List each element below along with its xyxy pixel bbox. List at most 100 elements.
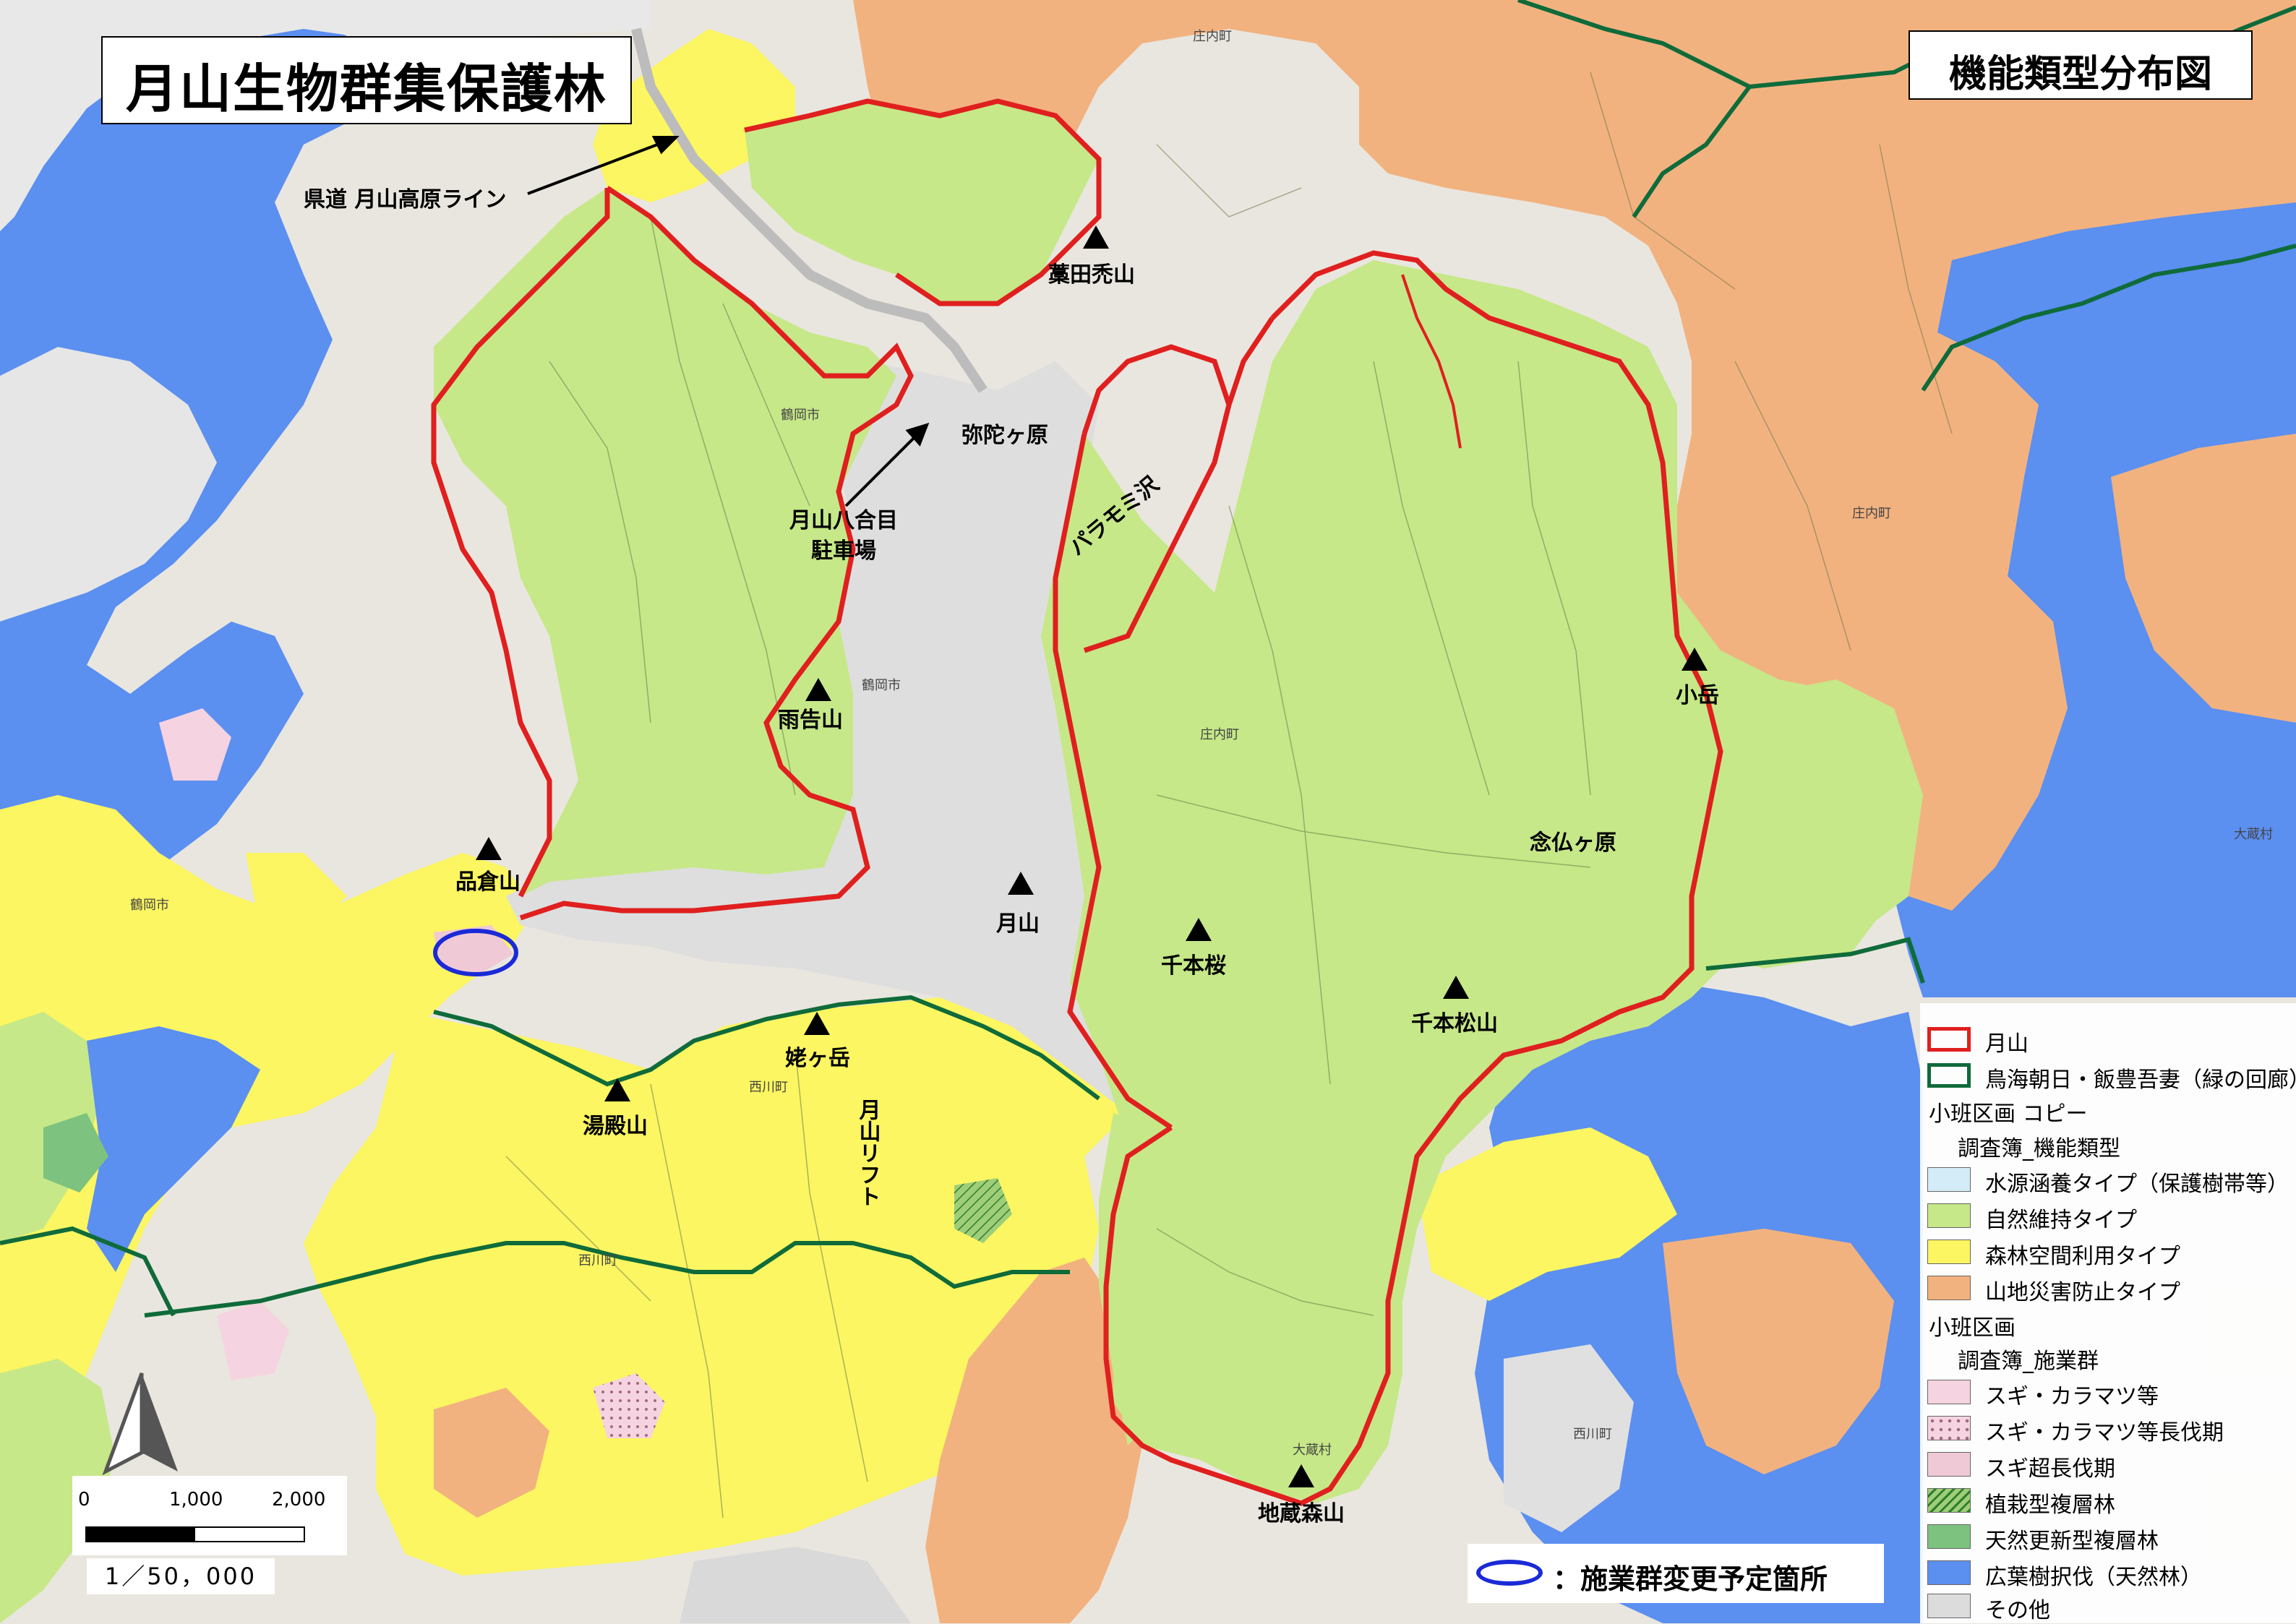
legend-swatch-sugi — [1927, 1380, 1971, 1404]
legend-row-recreation: 森林空間利用タイプ — [1920, 1237, 2296, 1269]
zone-natural-northwest — [434, 188, 896, 896]
zone-disaster-southeast — [1663, 1229, 1894, 1474]
legend-label-sugi-ultra: スギ超長伐期 — [1985, 1456, 2115, 1482]
place-label-road: 県道 月山高原ライン — [304, 187, 506, 212]
zone-other-southeast — [1504, 1344, 1634, 1532]
north-arrow-icon — [102, 1372, 178, 1476]
legend-label-water: 水源涵養タイプ（保護樹帯等） — [1985, 1172, 2289, 1197]
legend-row-sugi-ultra: スギ超長伐期 — [1920, 1450, 2296, 1482]
legend-label-broadleaf: 広葉樹択伐（天然林） — [1985, 1565, 2202, 1590]
legend-label-disaster: 山地災害防止タイプ — [1985, 1280, 2180, 1305]
zone-disaster-east — [2111, 434, 2296, 723]
legend-heading-1: 小班区画 コピー — [1929, 1101, 2088, 1127]
place-label-parking-2: 駐車場 — [811, 538, 876, 564]
legend-label-recreation: 森林空間利用タイプ — [1985, 1244, 2180, 1269]
zone-other-south — [680, 1547, 911, 1623]
legend-swatch-broadleaf — [1927, 1560, 1971, 1585]
zone-recreation-left — [0, 795, 535, 1547]
title-box: 月山生物群集保護林 — [101, 36, 632, 124]
legend-panel: 月山 鳥海朝日・飯豊吾妻（緑の回廊） 小班区画 コピー 調査簿_機能類型 水源涵… — [1920, 1003, 2296, 1623]
municipality-label: 庄内町 — [1852, 506, 1891, 521]
change-location-oval[interactable] — [433, 929, 518, 976]
legend-row-other: その他 — [1920, 1591, 2296, 1623]
peak-label: 月山 — [996, 911, 1040, 937]
peak-label: 姥ヶ岳 — [785, 1046, 850, 1071]
legend-label-other: その他 — [1985, 1598, 2050, 1623]
municipality-label: 西川町 — [1573, 1427, 1612, 1442]
legend-label-sugi-long: スギ・カラマツ等長伐期 — [1985, 1420, 2224, 1445]
legend-row-water: 水源涵養タイプ（保護樹帯等） — [1920, 1165, 2296, 1197]
map-title: 月山生物群集保護林 — [125, 59, 607, 119]
road-line — [631, 27, 988, 393]
zone-disaster-east-2 — [1894, 564, 2068, 911]
scale-bar-white — [194, 1526, 305, 1542]
zone-natural-north — [745, 101, 1099, 304]
municipality-label: 大蔵村 — [2234, 827, 2273, 842]
legend-heading-2: 小班区画 — [1929, 1315, 2016, 1341]
peak-marker-kodake — [1682, 648, 1708, 671]
subtitle-box: 機能類型分布図 — [1909, 30, 2253, 100]
municipality-label: 鶴岡市 — [862, 678, 901, 693]
zone-disaster-south — [925, 1258, 1142, 1623]
legend-swatch-sugi-long — [1927, 1416, 1971, 1440]
zone-natural-east-strip — [1677, 665, 1923, 968]
municipality-label: 庄内町 — [1200, 727, 1239, 742]
peak-label: 湯殿山 — [583, 1114, 648, 1139]
change-legend-text: ：施業群変更予定箇所 — [1553, 1563, 1828, 1595]
place-label-lift: 月山リフト — [855, 1099, 881, 1207]
legend-label-sugi: スギ・カラマツ等 — [1985, 1384, 2159, 1409]
map-subtitle: 機能類型分布図 — [1948, 53, 2212, 96]
callout-arrows — [527, 136, 930, 507]
peak-markers — [476, 225, 1708, 1487]
municipality-label: 鶴岡市 — [130, 898, 169, 913]
legend-row-sugi: スギ・カラマツ等 — [1920, 1378, 2296, 1409]
zone-natural-southcenter — [1099, 1113, 1200, 1445]
legend-label-corridor: 鳥海朝日・飯豊吾妻（緑の回廊） — [1985, 1067, 2296, 1093]
peak-label: 小岳 — [1676, 683, 1719, 708]
gassan-boundary — [431, 98, 1723, 1506]
legend-swatch-recreation — [1927, 1240, 1971, 1264]
zone-recreation-north — [593, 29, 795, 202]
peak-label: 品倉山 — [455, 869, 521, 895]
peak-marker-warada — [1083, 225, 1109, 249]
legend-subheading-1: 調査簿_機能類型 — [1958, 1136, 2120, 1161]
municipality-label: 鶴岡市 — [781, 408, 820, 423]
peak-marker-ubagatake — [804, 1012, 830, 1035]
place-label-midagahara: 弥陀ヶ原 — [961, 423, 1048, 448]
legend-swatch-other — [1927, 1594, 1971, 1618]
zone-disaster-southwest — [434, 1388, 549, 1518]
legend-swatch-planted — [1927, 1488, 1971, 1513]
zone-planted-multilayer — [954, 1178, 1012, 1243]
municipality-label: 西川町 — [578, 1253, 617, 1268]
peak-label: 地蔵森山 — [1258, 1501, 1345, 1526]
scale-tick-1: 1,000 — [169, 1489, 223, 1511]
peak-label: 千本桜 — [1161, 953, 1226, 979]
change-legend-box: ：施業群変更予定箇所 — [1468, 1544, 1884, 1603]
change-legend-oval-icon — [1476, 1560, 1543, 1586]
peak-label: 雨告山 — [778, 708, 843, 733]
legend-swatch-corridor — [1927, 1063, 1971, 1088]
legend-row-sugi-long: スギ・カラマツ等長伐期 — [1920, 1414, 2296, 1445]
scale-tick-0: 0 — [78, 1489, 90, 1511]
legend-row-corridor: 鳥海朝日・飯豊吾妻（緑の回廊） — [1920, 1061, 2296, 1093]
scale-tick-2: 2,000 — [272, 1489, 326, 1511]
municipality-label: 西川町 — [749, 1080, 788, 1095]
zone-natural-bottomleft-2 — [0, 1359, 116, 1623]
scale-bar: 0 1,000 2,000 — [72, 1476, 347, 1555]
zone-sugi-long-rotation — [593, 1373, 665, 1438]
legend-swatch-gassan — [1927, 1027, 1971, 1052]
legend-label-natural: 自然維持タイプ — [1985, 1208, 2137, 1233]
legend-label-gassan: 月山 — [1985, 1031, 2029, 1057]
legend-swatch-natural-regen — [1927, 1524, 1971, 1549]
legend-swatch-disaster — [1927, 1276, 1971, 1300]
zone-sugi-karamatsu-2 — [217, 1301, 289, 1380]
legend-row-broadleaf: 広葉樹択伐（天然林） — [1920, 1558, 2296, 1590]
zone-sugi-karamatsu — [434, 925, 513, 976]
peak-marker-shinakura — [476, 837, 502, 860]
scale-bar-black — [85, 1526, 197, 1542]
peak-marker-yudono — [604, 1078, 630, 1101]
zone-natural-east — [1041, 260, 1923, 1503]
peak-marker-gassan — [1008, 872, 1034, 895]
legend-row-disaster: 山地災害防止タイプ — [1920, 1273, 2296, 1305]
